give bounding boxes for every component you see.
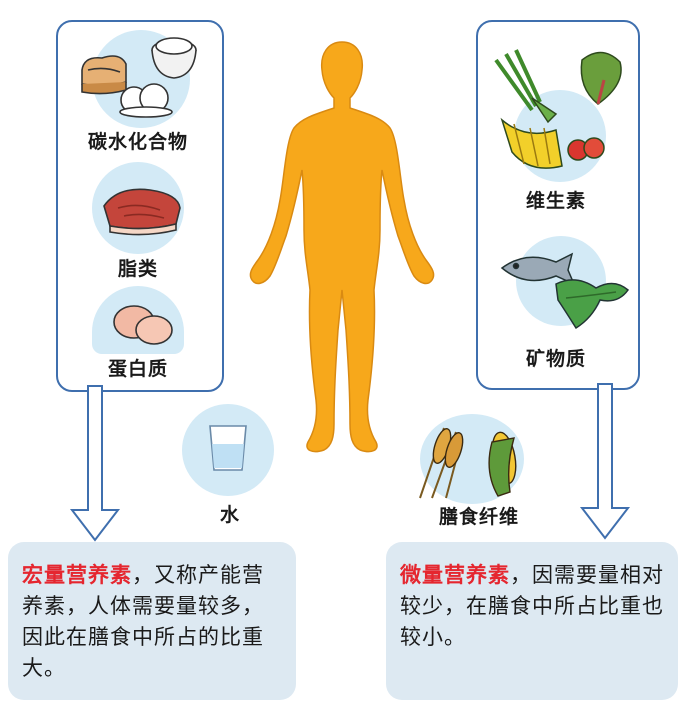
- macro-highlight: 宏量营养素: [22, 563, 132, 587]
- fiber-label: 膳食纤维: [438, 506, 519, 528]
- meat-icon: [103, 188, 181, 236]
- macro-note-text: ，又称产能营养素，人体需要量较多，因此在膳食中所占的比重大。: [22, 563, 264, 680]
- carbohydrate-label: 碳水化合物: [87, 131, 188, 153]
- micro-highlight: 微量营养素: [400, 563, 510, 587]
- water-glass-icon: [209, 425, 247, 471]
- micronutrient-note: 微量营养素，因需要量相对较少，在膳食中所占比重也较小。: [386, 542, 678, 700]
- micro-arrow: [579, 383, 631, 540]
- human-body-figure: [249, 41, 435, 453]
- grain-corn-icon: [419, 427, 517, 499]
- protein-label: 蛋白质: [107, 358, 168, 380]
- fat-label: 脂类: [117, 258, 158, 280]
- mineral-label: 矿物质: [525, 348, 586, 370]
- macro-arrow: [69, 385, 121, 542]
- vitamin-label: 维生素: [525, 190, 586, 212]
- micro-note-text: ，因需要量相对较少，在膳食中所占比重也较小。: [400, 563, 664, 649]
- carbohydrate-icon: [81, 37, 197, 118]
- vegetable-fruit-icon: [494, 49, 622, 169]
- water-label: 水: [219, 504, 240, 526]
- fish-seaweed-icon: [500, 252, 630, 330]
- macronutrient-note: 宏量营养素，又称产能营养素，人体需要量较多，因此在膳食中所占的比重大。: [8, 542, 296, 700]
- egg-icon: [113, 305, 173, 345]
